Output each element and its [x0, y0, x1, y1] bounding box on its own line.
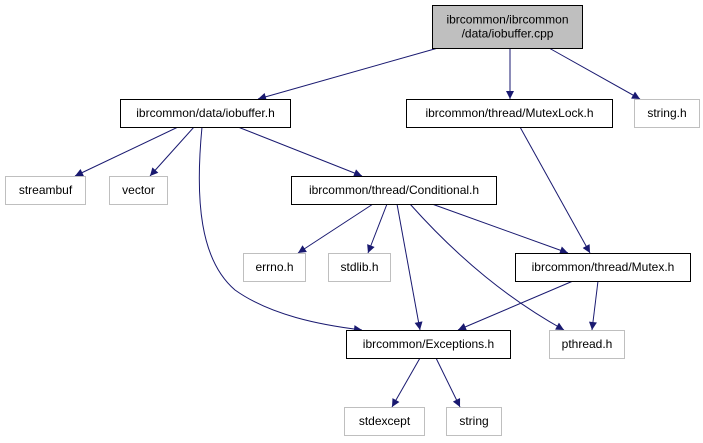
nodes-layer: ibrcommon/ibrcommon/data/iobuffer.cppibr… — [5, 5, 700, 436]
node-box — [109, 176, 168, 205]
node-box — [5, 176, 86, 205]
node-label: ibrcommon/thread/MutexLock.h — [425, 106, 593, 120]
node-label: streambuf — [19, 183, 73, 197]
edge-conditional_h-to-errno_h — [297, 203, 374, 254]
node-string: string — [446, 407, 502, 436]
node-mutexlock-h[interactable]: ibrcommon/thread/MutexLock.h — [406, 99, 613, 128]
node-label: ibrcommon/data/iobuffer.h — [136, 106, 275, 120]
edge-root-to-string_h — [548, 47, 641, 100]
node-box — [549, 330, 625, 359]
node-label: string — [459, 414, 488, 428]
node-label: ibrcommon/Exceptions.h — [363, 337, 494, 351]
edge-conditional_h-to-exceptions_h — [396, 203, 423, 331]
node-box — [406, 99, 613, 128]
edge-root-to-iobuffer_h — [257, 47, 439, 101]
node-label: pthread.h — [562, 337, 613, 351]
edge-conditional_h-to-stdlib_h — [367, 203, 388, 254]
node-errno-h: errno.h — [243, 253, 306, 282]
node-box — [120, 99, 291, 128]
node-string-h: string.h — [634, 99, 700, 128]
node-label: ibrcommon/thread/Mutex.h — [532, 260, 675, 274]
node-label: string.h — [647, 106, 686, 120]
node-box — [515, 253, 691, 282]
node-box — [243, 253, 306, 282]
edge-iobuffer_h-to-exceptions_h — [198, 126, 363, 334]
node-label: stdlib.h — [340, 260, 378, 274]
node-conditional-h[interactable]: ibrcommon/thread/Conditional.h — [291, 176, 497, 205]
node-box — [346, 330, 511, 359]
node-box — [344, 407, 425, 436]
node-root[interactable]: ibrcommon/ibrcommon/data/iobuffer.cpp — [432, 5, 583, 49]
node-stdlib-h: stdlib.h — [328, 253, 391, 282]
edge-iobuffer_h-to-vector — [149, 126, 195, 177]
node-label: ibrcommon/thread/Conditional.h — [309, 183, 479, 197]
edge-conditional_h-to-mutex_h — [431, 203, 569, 255]
node-box — [446, 407, 502, 436]
edge-mutexlock_h-to-mutex_h — [519, 126, 591, 254]
node-label: vector — [122, 183, 155, 197]
node-mutex-h[interactable]: ibrcommon/thread/Mutex.h — [515, 253, 691, 282]
node-label: stdexcept — [359, 414, 411, 428]
node-label: errno.h — [255, 260, 293, 274]
edge-iobuffer_h-to-streambuf — [74, 126, 179, 177]
node-streambuf: streambuf — [5, 176, 86, 205]
node-exceptions-h[interactable]: ibrcommon/Exceptions.h — [346, 330, 511, 359]
node-vector: vector — [109, 176, 168, 205]
node-pthread-h: pthread.h — [549, 330, 625, 359]
node-label: ibrcommon/ibrcommon — [446, 13, 568, 27]
edges-layer — [74, 47, 641, 408]
edge-iobuffer_h-to-conditional_h — [237, 126, 363, 177]
node-stdexcept: stdexcept — [344, 407, 425, 436]
node-box — [634, 99, 700, 128]
edge-conditional_h-to-pthread_h — [409, 203, 565, 331]
edge-mutex_h-to-exceptions_h — [457, 280, 574, 331]
edge-exceptions_h-to-string — [435, 357, 461, 408]
node-box — [432, 5, 583, 49]
node-iobuffer-h[interactable]: ibrcommon/data/iobuffer.h — [120, 99, 291, 128]
edge-mutex_h-to-pthread_h — [589, 280, 599, 331]
node-box — [328, 253, 391, 282]
node-box — [291, 176, 497, 205]
edge-exceptions_h-to-stdexcept — [391, 357, 421, 408]
node-label: /data/iobuffer.cpp — [462, 27, 554, 41]
